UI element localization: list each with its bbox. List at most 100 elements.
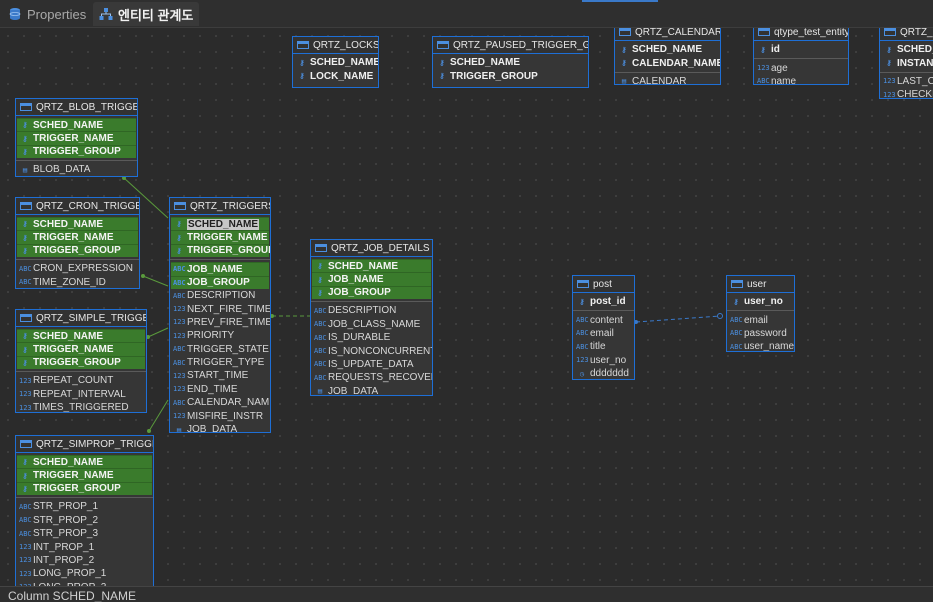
entity-header[interactable]: qtype_test_entity bbox=[754, 28, 848, 41]
entity-column[interactable]: ⚷id bbox=[755, 43, 847, 56]
entity-qrtz-calendars[interactable]: QRTZ_CALENDARS ⚷SCHED_NAME⚷CALENDAR_NAME ▤… bbox=[614, 28, 721, 85]
entity-header[interactable]: QRTZ_CALENDARS bbox=[615, 28, 720, 41]
entity-header[interactable]: QRTZ_S bbox=[880, 28, 933, 41]
entity-qrtz-simprop-triggers[interactable]: QRTZ_SIMPROP_TRIGGERS⚷SCHED_NAME⚷TRIGGER… bbox=[15, 435, 154, 586]
entity-column[interactable]: ◷ddddddd bbox=[574, 367, 633, 379]
entity-column[interactable]: ⚷TRIGGER_NAME bbox=[17, 342, 145, 356]
entity-qrtz-simple-triggers[interactable]: QRTZ_SIMPLE_TRIGGERS⚷SCHED_NAME⚷TRIGGER_… bbox=[15, 309, 147, 413]
entity-column[interactable]: ⚷JOB_GROUP bbox=[312, 285, 431, 300]
entity-column[interactable]: ▤BLOB_DATA bbox=[17, 163, 136, 176]
entity-column[interactable]: ⚷SCHED_NAME bbox=[17, 329, 145, 343]
entity-qrtz-job-details[interactable]: QRTZ_JOB_DETAILS ⚷SCHED_NAME⚷JOB_NAME⚷JOB… bbox=[310, 239, 433, 396]
entity-column[interactable]: ⚷LOCK_NAME bbox=[294, 69, 377, 82]
entity-header[interactable]: QRTZ_SIMPROP_TRIGGERS bbox=[16, 436, 153, 453]
entity-column[interactable]: ⚷TRIGGER_NAME bbox=[171, 230, 269, 244]
entity-column[interactable]: ⚷CALENDAR_NAME bbox=[616, 56, 720, 69]
tab-entity-relationship-diagram[interactable]: 엔티티 관계도 bbox=[93, 2, 200, 26]
entity-column[interactable]: ⚷SCHED_NAME bbox=[312, 259, 431, 273]
entity-column[interactable]: ⚷TRIGGER_GROUP bbox=[17, 243, 138, 258]
entity-column[interactable]: 123CHECKIN bbox=[881, 88, 933, 98]
entity-column[interactable]: ⚷JOB_NAME bbox=[312, 272, 431, 286]
er-diagram-canvas[interactable]: QRTZ_LOCKS⚷SCHED_NAME⚷LOCK_NAME QRTZ_PAU… bbox=[0, 28, 933, 586]
entity-qrtz-triggers[interactable]: QRTZ_TRIGGERS⚷SCHED_NAME⚷TRIGGER_NAME⚷TR… bbox=[169, 197, 271, 433]
entity-column[interactable]: ⚷TRIGGER_GROUP bbox=[17, 144, 136, 159]
entity-qrtz-paused-trigger-grps[interactable]: QRTZ_PAUSED_TRIGGER_GRPS ⚷SCHED_NAME⚷TRIG… bbox=[432, 36, 589, 88]
entity-header[interactable]: user bbox=[727, 276, 794, 293]
entity-column[interactable]: ▤JOB_DATA bbox=[171, 423, 269, 432]
entity-header[interactable]: post bbox=[573, 276, 634, 293]
entity-column[interactable]: ⚷SCHED_NAME bbox=[17, 217, 138, 231]
entity-column[interactable]: ⚷SCHED_NAME bbox=[17, 118, 136, 132]
entity-column[interactable]: ⚷SCHED_NAME bbox=[17, 455, 152, 469]
entity-qrtz-blob-triggers[interactable]: QRTZ_BLOB_TRIGGERS ⚷SCHED_NAME⚷TRIGGER_NA… bbox=[15, 98, 138, 177]
entity-header[interactable]: QRTZ_SIMPLE_TRIGGERS bbox=[16, 310, 146, 327]
entity-header[interactable]: QRTZ_JOB_DETAILS bbox=[311, 240, 432, 257]
entity-column[interactable]: ⚷user_no bbox=[728, 295, 793, 308]
entity-header[interactable]: QRTZ_BLOB_TRIGGERS bbox=[16, 99, 137, 116]
entity-column[interactable]: ⚷TRIGGER_NAME bbox=[17, 131, 136, 145]
entity-column[interactable]: ⚷TRIGGER_GROUP bbox=[17, 355, 145, 370]
entity-header[interactable]: QRTZ_LOCKS bbox=[293, 37, 378, 54]
entity-column[interactable]: ⚷SCHED_ bbox=[881, 43, 933, 56]
entity-column[interactable]: ⚷SCHED_NAME bbox=[434, 56, 587, 69]
entity-header[interactable]: QRTZ_CRON_TRIGGERS bbox=[16, 198, 139, 215]
entity-header[interactable]: QRTZ_PAUSED_TRIGGER_GRPS bbox=[433, 37, 588, 54]
entity-column[interactable]: ▤JOB_DATA bbox=[312, 385, 431, 395]
entity-column[interactable]: ⚷INSTANC bbox=[881, 56, 933, 69]
entity-column[interactable]: ⚷SCHED_NAME bbox=[294, 56, 378, 69]
entity-header[interactable]: QRTZ_TRIGGERS bbox=[170, 198, 270, 215]
entity-column[interactable]: ▤CALENDAR bbox=[616, 75, 719, 84]
entity-qrtz-locks[interactable]: QRTZ_LOCKS ⚷SCHED_NAME⚷LOCK_NAME bbox=[292, 36, 379, 88]
entity-qrtz-cron-triggers[interactable]: QRTZ_CRON_TRIGGERS ⚷SCHED_NAME⚷TRIGGER_NA… bbox=[15, 197, 140, 289]
entity-column[interactable]: ⚷TRIGGER_GROUP bbox=[434, 69, 587, 82]
entity-column[interactable]: ⚷SCHED_NAME bbox=[616, 43, 719, 56]
entity-column[interactable]: ⚷SCHED_NAME bbox=[171, 217, 269, 231]
entity-qrtz-scheduler-state[interactable]: QRTZ_S ⚷SCHED_⚷INSTANC 123LAST_CH123CHECKI… bbox=[879, 28, 933, 99]
entity-column[interactable]: ⚷TRIGGER_NAME bbox=[17, 230, 138, 244]
entity-column[interactable]: ⚷TRIGGER_GROUP bbox=[17, 481, 152, 496]
entity-column[interactable]: ⚷post_id bbox=[574, 295, 633, 308]
entity-column[interactable]: ⚷TRIGGER_NAME bbox=[17, 468, 152, 482]
